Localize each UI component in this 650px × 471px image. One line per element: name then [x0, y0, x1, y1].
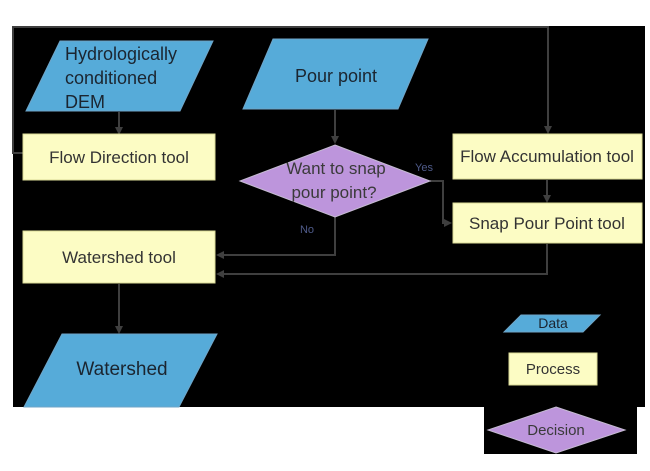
node-watershed-label: Watershed	[76, 359, 167, 380]
node-flow-direction-label: Flow Direction tool	[49, 148, 189, 167]
legend-decision-shape	[486, 406, 627, 454]
node-watershed-parallelogram	[23, 333, 218, 408]
edge-snap-to-watershed-tool	[216, 244, 548, 278]
edge-label-yes: Yes	[415, 162, 433, 174]
legend-decision-label: Decision	[527, 422, 585, 439]
edge-flow-direction-to-flow-accumulation	[12, 26, 552, 154]
node-pour-point-parallelogram	[242, 38, 429, 110]
node-snap-pour-point-label: Snap Pour Point tool	[469, 214, 625, 233]
node-pour-point-label: Pour point	[295, 66, 377, 86]
node-decision-label-line1: Want to snap	[286, 159, 386, 178]
node-decision-label-line2: pour point?	[291, 183, 376, 202]
node-dem-label-line2: conditioned	[65, 68, 157, 88]
legend-data-label: Data	[538, 315, 568, 331]
edge-decision-no-to-watershed-tool	[216, 217, 336, 259]
legend-process-label: Process	[526, 361, 580, 378]
legend-data-shape	[502, 314, 602, 333]
node-dem-parallelogram	[25, 40, 214, 112]
node-snap-pour-point-box	[452, 202, 643, 244]
edge-label-no: No	[300, 224, 314, 236]
legend-process-shape	[508, 352, 598, 386]
node-watershed-tool-label: Watershed tool	[62, 248, 176, 267]
node-flow-direction-box	[22, 133, 216, 181]
node-flow-accumulation-box	[452, 133, 643, 180]
edge-decision-yes-to-snap	[430, 180, 452, 227]
node-watershed-tool-box	[22, 230, 216, 284]
node-dem-label-line3: DEM	[65, 92, 105, 112]
node-flow-accumulation-label: Flow Accumulation tool	[460, 147, 634, 166]
node-decision-diamond	[238, 144, 432, 218]
node-dem-label-line1: Hydrologically	[65, 44, 177, 64]
